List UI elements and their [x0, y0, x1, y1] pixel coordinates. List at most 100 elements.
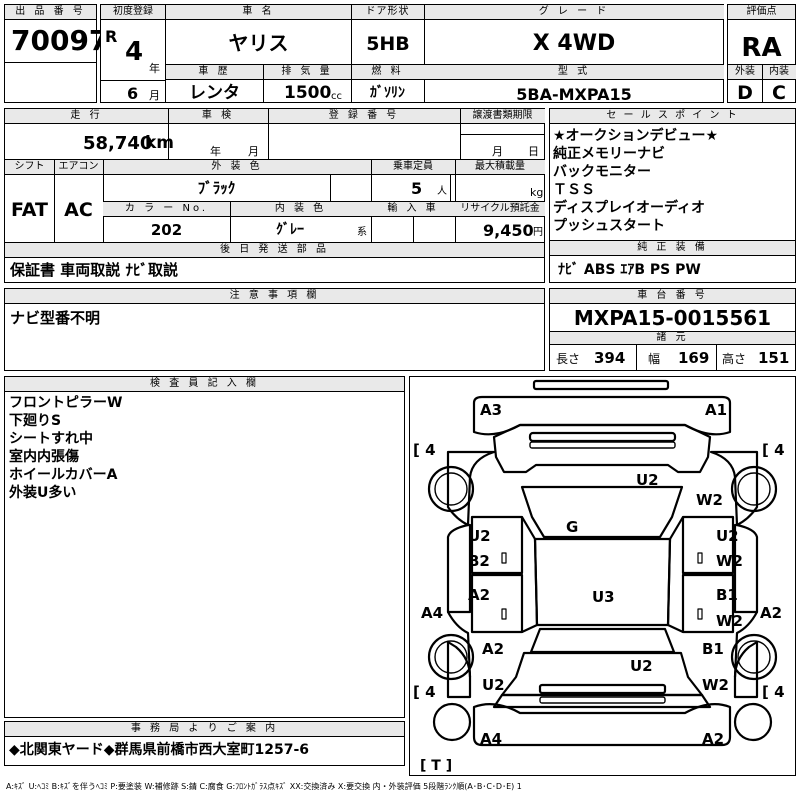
later-parts: 保証書 車両取説 ﾅﾋﾞ取説	[10, 261, 178, 279]
damage-mark: U2	[468, 527, 491, 545]
door-type: 5HB	[366, 33, 410, 55]
notes-label: 注 意 事 項 欄	[5, 289, 544, 304]
equipment-label: 純 正 装 備	[550, 241, 795, 256]
damage-mark: U2	[630, 657, 653, 675]
max-load-label: 最大積載量	[455, 160, 545, 175]
inspector-notes: フロントピラーW 下廻りS シートすれ中 室内内張傷 ホイールカバーA 外装U多…	[9, 394, 122, 502]
displacement-label: 排 気 量	[263, 65, 351, 80]
office-info: ◆北関東ヤード◆群馬県前橋市西大室町1257-6	[9, 742, 310, 758]
capacity-unit: 人	[437, 186, 447, 197]
reg-year: 4	[125, 37, 144, 67]
reg-month: 6	[127, 84, 139, 103]
tire-front-left: [ 4	[413, 441, 436, 459]
inspection-year-unit: 年	[210, 145, 221, 158]
notes: ナビ型番不明	[10, 309, 101, 327]
length: 394	[594, 349, 626, 367]
sales-point: 純正メモリーナビ	[553, 146, 665, 162]
inspector-box: 検 査 員 記 入 欄 フロントピラーW 下廻りS シートすれ中 室内内張傷 ホ…	[4, 376, 405, 718]
car-diagram	[427, 379, 778, 747]
shift-label: シフト	[5, 160, 54, 175]
inspector-line: 外装U多い	[9, 485, 77, 501]
mileage: 58,740	[83, 133, 153, 154]
damage-mark: A4	[480, 730, 503, 748]
transfer-month-unit: 月	[492, 145, 503, 158]
color-no: 202	[150, 221, 183, 239]
exterior-color: ﾌﾞﾗｯｸ	[197, 179, 236, 197]
model-label: 型 式	[424, 65, 724, 80]
displacement-unit: cc	[331, 91, 342, 102]
door-label: ドア形状	[351, 5, 424, 20]
max-load-unit: kg	[530, 186, 544, 199]
equipment: ﾅﾋﾞ ABS ｴｱB PS PW	[558, 262, 701, 278]
damage-mark: U2	[482, 676, 505, 694]
score-box: 評価点 RA 外装 内装 D C	[727, 4, 796, 103]
sales-points-box: セ ー ル ス ポ イ ン ト ★オークションデビュー★ 純正メモリーナビ バッ…	[549, 108, 796, 241]
reg-month-unit: 月	[149, 89, 160, 102]
chassis-box: 車 台 番 号 MXPA15-0015561 諸 元 長さ 394 幅 169 …	[549, 288, 796, 371]
inspector-label: 検 査 員 記 入 欄	[5, 377, 404, 392]
listing-number-label: 出 品 番 号	[5, 5, 96, 20]
registration-label: 登 録 番 号	[268, 109, 460, 124]
car-name: ヤリス	[228, 31, 289, 55]
inspection-label: 車 検	[168, 109, 268, 124]
grade-label: グ レ ー ド	[424, 5, 724, 20]
width: 169	[678, 349, 710, 367]
history-label: 車 歴	[166, 65, 263, 80]
inspection-month-unit: 月	[248, 145, 259, 158]
damage-mark: A2	[482, 640, 505, 658]
fuel-label: 燃 料	[351, 65, 424, 80]
damage-mark: B1	[716, 586, 738, 604]
shift: FAT	[11, 199, 48, 221]
damage-diagram-box: [ 4 [ 4 [ 4 [ 4 [ T ] A3 A1 U2 W2 G U2 B…	[409, 376, 796, 776]
recycle-label: リサイクル預託金	[455, 202, 545, 217]
damage-mark: W2	[716, 612, 743, 630]
mileage-unit: km	[145, 133, 175, 153]
damage-mark: A2	[702, 730, 725, 748]
inspector-line: ホイールカバーA	[9, 467, 118, 483]
inspector-line: 下廻りS	[9, 413, 62, 429]
main-info-box: 車 名 ドア形状 グ レ ー ド ヤリス 5HB X 4WD 車 歴 排 気 量…	[165, 4, 724, 103]
damage-mark: A3	[480, 401, 503, 419]
score: RA	[741, 33, 782, 63]
transfer-day-unit: 日	[528, 145, 539, 158]
sales-point: ディスプレイオーディオ	[553, 200, 706, 216]
interior-color: ｸﾞﾚｰ	[276, 222, 304, 238]
height-label: 高さ	[722, 352, 747, 366]
mileage-label: 走 行	[5, 109, 168, 124]
sales-point: ★オークションデビュー★	[553, 128, 719, 144]
damage-mark: A4	[421, 604, 444, 622]
transfer-deadline-label: 譲渡書類期限	[460, 109, 545, 124]
listing-number: 70097	[11, 24, 109, 57]
damage-mark: U3	[592, 588, 615, 606]
exterior-score-label: 外装	[728, 65, 762, 80]
damage-mark: B1	[702, 640, 724, 658]
listing-blank-box	[4, 62, 97, 103]
displacement: 1500	[284, 83, 332, 103]
damage-mark: A2	[760, 604, 783, 622]
era: R	[105, 27, 118, 46]
inspector-line: シートすれ中	[9, 431, 93, 447]
interior-score: C	[772, 82, 786, 104]
damage-mark: G	[566, 518, 579, 536]
height: 151	[758, 349, 790, 367]
capacity-label: 乗車定員	[371, 160, 455, 175]
inspector-line: フロントピラーW	[9, 395, 123, 411]
length-label: 長さ	[556, 352, 581, 366]
inspector-line: 室内内張傷	[9, 449, 79, 465]
office-box: 事 務 局 よ り ご 案 内 ◆北関東ヤード◆群馬県前橋市西大室町1257-6	[4, 721, 405, 766]
spare-tire: [ T ]	[420, 758, 453, 774]
width-label: 幅	[648, 352, 661, 366]
equipment-box: 純 正 装 備 ﾅﾋﾞ ABS ｴｱB PS PW	[549, 240, 796, 283]
later-parts-label: 後 日 発 送 部 品	[5, 243, 544, 258]
chassis-number: MXPA15-0015561	[573, 306, 772, 330]
aircon: AC	[64, 199, 93, 221]
damage-mark: W2	[702, 676, 729, 694]
damage-mark: U2	[716, 527, 739, 545]
office-label: 事 務 局 よ り ご 案 内	[5, 722, 404, 737]
chassis-label: 車 台 番 号	[550, 289, 795, 304]
car-name-label: 車 名	[166, 5, 351, 20]
color-no-label: カ ラ ー No.	[103, 202, 230, 217]
grade: X 4WD	[532, 31, 616, 56]
damage-mark: B2	[468, 552, 490, 570]
tire-rear-left: [ 4	[413, 683, 436, 701]
